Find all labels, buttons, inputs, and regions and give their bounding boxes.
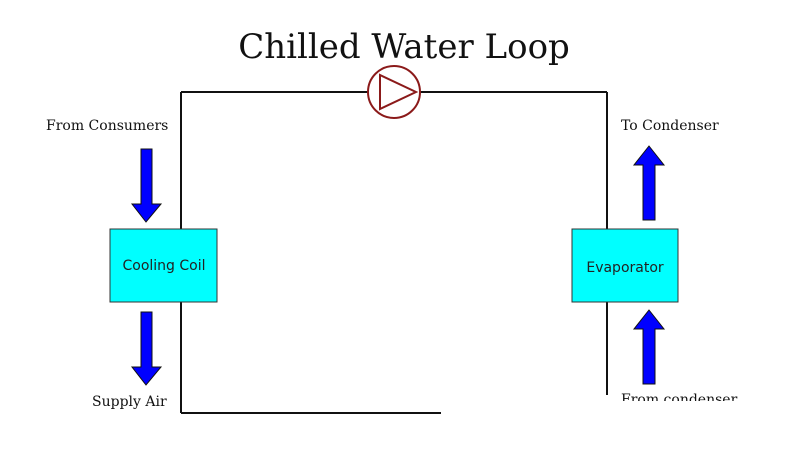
evaporator: Evaporator (571, 228, 679, 303)
to-condenser-arrow (632, 145, 666, 221)
pump-icon (367, 65, 421, 119)
from-condenser-arrow (632, 309, 666, 385)
supply-air-label: Supply Air (92, 394, 167, 410)
label-clip-mask (600, 401, 760, 421)
arrow-down-icon (130, 311, 163, 386)
arrow-down-icon (130, 148, 163, 223)
evaporator-box (571, 228, 679, 303)
cooling-coil-label: Cooling Coil (122, 258, 205, 274)
pump-triangle (379, 73, 419, 111)
cooling-coil-box (109, 228, 218, 303)
pump-casing (367, 65, 421, 119)
diagram-title: Chilled Water Loop (238, 27, 570, 67)
from-consumers-arrow (130, 148, 163, 223)
arrow-up-icon (632, 145, 666, 221)
to-condenser-label: To Condenser (621, 118, 719, 134)
arrow-up-icon (632, 309, 666, 385)
supply-air-arrow (130, 311, 163, 386)
from-consumers-label: From Consumers (46, 118, 168, 134)
loop-piping (180, 91, 608, 414)
cooling-coil: Cooling Coil (109, 228, 218, 303)
evaporator-label: Evaporator (586, 260, 664, 276)
